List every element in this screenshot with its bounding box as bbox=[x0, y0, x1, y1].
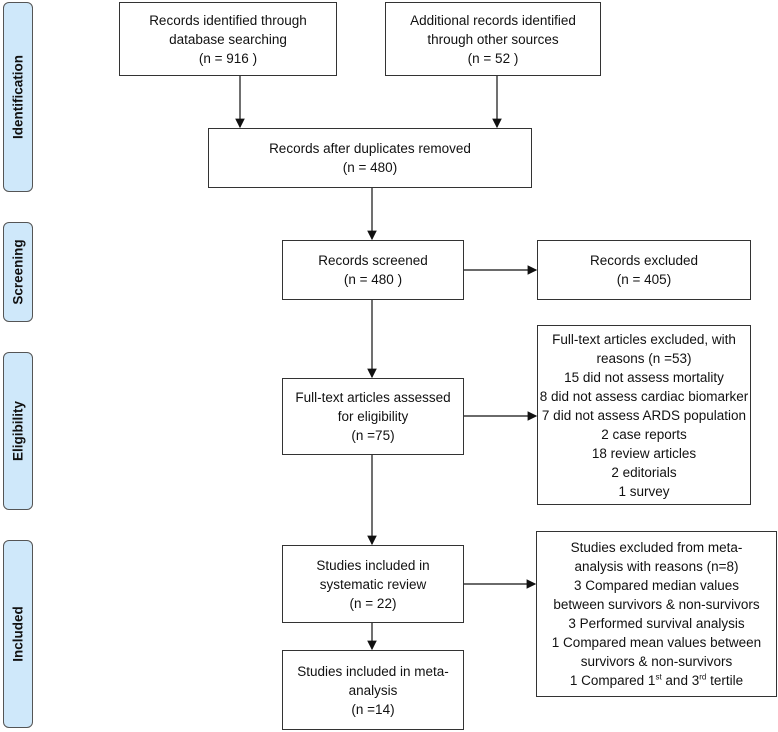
box-line: 2 case reports bbox=[601, 426, 687, 442]
phase-included: Included bbox=[3, 540, 33, 728]
text: 1 Compared 1 bbox=[569, 673, 656, 688]
box-line: Full-text articles assessed bbox=[295, 390, 451, 405]
box-line: systematic review bbox=[319, 576, 427, 592]
box-line: (n = 480 ) bbox=[343, 272, 403, 287]
box-line: Studies excluded from meta- bbox=[570, 540, 743, 555]
phase-eligibility: Eligibility bbox=[3, 352, 33, 510]
box-line: 3 Compared median values bbox=[573, 578, 740, 593]
box-line: 18 review articles bbox=[591, 445, 697, 461]
box-line: (n = 480) bbox=[342, 160, 398, 175]
box-line: 1 Compared mean values between bbox=[551, 635, 762, 650]
box-line: 15 did not assess mortality bbox=[564, 369, 724, 385]
box-line: survivors & non-survivors bbox=[580, 654, 733, 669]
box-line: (n = 22) bbox=[349, 595, 397, 611]
text: tertile bbox=[706, 673, 744, 688]
box-line: Records identified through bbox=[149, 12, 307, 28]
other-sources-box: Additional records identified through ot… bbox=[385, 2, 601, 76]
box-line: 2 editorials bbox=[611, 464, 677, 480]
box-line: 7 did not assess ARDS population bbox=[541, 407, 747, 423]
box-line: 3 Performed survival analysis bbox=[568, 616, 745, 631]
phase-screening: Screening bbox=[3, 222, 33, 322]
superscript: st bbox=[655, 672, 662, 682]
records-excluded-box: Records excluded (n = 405) bbox=[537, 240, 751, 300]
box-line: Records excluded bbox=[589, 253, 699, 268]
box-line: (n = 916 ) bbox=[198, 50, 258, 66]
box-line: (n =75) bbox=[351, 428, 395, 443]
box-line: (n = 405) bbox=[616, 272, 672, 287]
box-line: Studies included in meta- bbox=[297, 663, 449, 679]
box-line: for eligibility bbox=[337, 409, 409, 424]
box-line: analysis with reasons (n=8) bbox=[574, 559, 739, 574]
box-line-tertile: 1 Compared 1st and 3rd tertile bbox=[570, 671, 743, 690]
meta-excluded-box: Studies excluded from meta- analysis wit… bbox=[536, 531, 777, 697]
box-line: through other sources bbox=[427, 31, 559, 47]
box-line: Additional records identified bbox=[410, 12, 576, 28]
box-line: Studies included in bbox=[316, 557, 430, 573]
duplicates-removed-box: Records after duplicates removed (n = 48… bbox=[208, 128, 532, 188]
box-line: Records after duplicates removed bbox=[269, 141, 471, 156]
database-search-box: Records identified through database sear… bbox=[119, 2, 337, 76]
text: and 3 bbox=[661, 673, 700, 688]
meta-analysis-box: Studies included in meta- analysis (n =1… bbox=[282, 650, 464, 730]
box-line: 1 survey bbox=[618, 483, 670, 499]
box-line: (n =14) bbox=[351, 701, 395, 717]
box-line: Full-text articles excluded, with bbox=[552, 331, 736, 347]
box-line: 8 did not assess cardiac biomarker bbox=[539, 388, 749, 404]
box-line: reasons (n =53) bbox=[596, 350, 692, 366]
box-line: analysis bbox=[348, 682, 398, 698]
fulltext-excluded-box: Full-text articles excluded, with reason… bbox=[537, 325, 751, 505]
box-line: database searching bbox=[169, 31, 287, 47]
box-line: Records screened bbox=[318, 253, 428, 268]
box-line: (n = 52 ) bbox=[467, 50, 519, 66]
box-line: between survivors & non-survivors bbox=[553, 597, 760, 612]
superscript: rd bbox=[699, 672, 707, 682]
phase-identification: Identification bbox=[3, 2, 33, 192]
records-screened-box: Records screened (n = 480 ) bbox=[282, 240, 464, 300]
systematic-review-box: Studies included in systematic review (n… bbox=[282, 545, 464, 623]
fulltext-assessed-box: Full-text articles assessed for eligibil… bbox=[282, 378, 464, 455]
